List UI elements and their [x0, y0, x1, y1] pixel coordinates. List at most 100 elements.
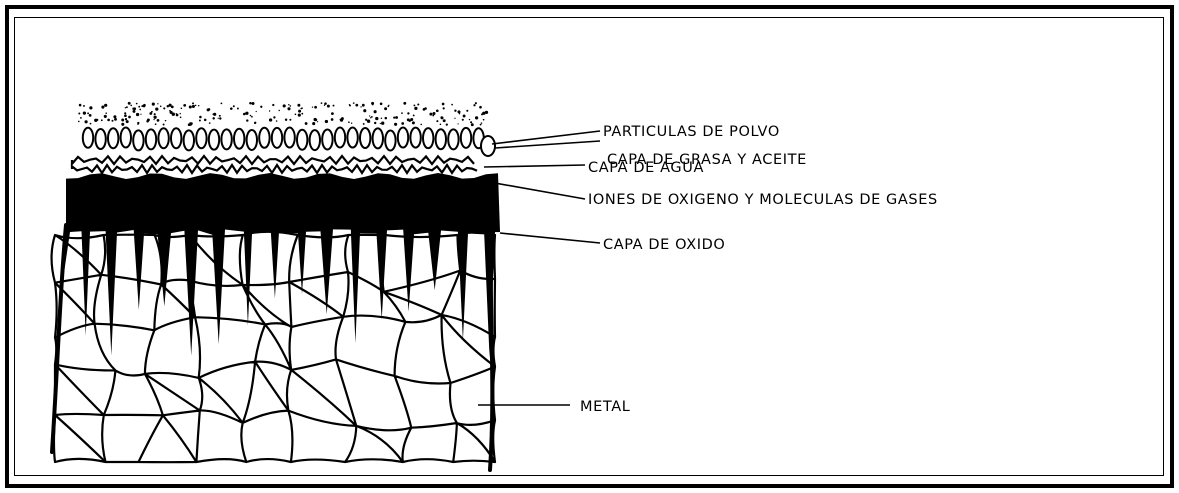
dust-dot [371, 101, 375, 105]
water-wave-top [70, 154, 475, 167]
dust-dot [101, 105, 105, 109]
dust-dot [369, 115, 371, 117]
dust-dot [323, 104, 326, 106]
grease-oval [459, 126, 473, 149]
dust-dot [254, 122, 256, 125]
outer-frame [5, 5, 1174, 488]
dust-dot [151, 102, 155, 106]
dust-dot [457, 110, 461, 114]
grease-oval [119, 126, 133, 149]
dust-dot [268, 118, 273, 122]
grease-oval [157, 127, 170, 150]
dust-dot [105, 112, 107, 114]
label-oxygen-ions: IONES DE OXIGENO Y MOLECULAS DE GASES [588, 192, 938, 208]
dust-dot [381, 121, 385, 125]
dust-dot [393, 116, 396, 119]
dust-dot [375, 116, 379, 121]
oxide-layer-shape [52, 173, 500, 440]
grease-oval [447, 128, 460, 151]
dust-dot [395, 116, 398, 119]
grease-oval [220, 128, 233, 151]
dust-dot [275, 120, 278, 122]
dust-dot [324, 102, 327, 105]
grease-oval [283, 126, 296, 149]
dust-dot [169, 110, 173, 114]
dust-dot [371, 116, 373, 118]
dust-dot [125, 120, 129, 124]
dust-dot [80, 117, 82, 119]
label-dust-particles: PARTICULAS DE POLVO [603, 124, 780, 140]
dust-dot [365, 118, 368, 121]
label-water-layer: CAPA DE AGUA [588, 160, 704, 176]
dust-dot [155, 107, 159, 111]
dust-dot [127, 101, 131, 105]
dust-dot [474, 102, 477, 105]
dust-dot [451, 103, 453, 106]
label-oxide-layer: CAPA DE OXIDO [603, 237, 725, 253]
dust-dot [414, 106, 418, 111]
dust-dot [151, 110, 153, 113]
dust-dot [171, 112, 175, 116]
dust-dot [268, 110, 271, 112]
grease-oval [258, 126, 271, 149]
dust-dot [481, 113, 483, 116]
dust-dot [149, 112, 153, 115]
dust-dot [179, 116, 182, 119]
dust-dot [124, 107, 127, 109]
dust-dot [394, 122, 398, 126]
dust-dot [192, 102, 194, 105]
dust-dot [153, 118, 155, 121]
dust-dot [445, 123, 448, 126]
dust-dot [141, 105, 144, 108]
dust-dot [168, 103, 172, 107]
dust-dot [163, 107, 166, 110]
dust-dot [330, 118, 334, 121]
dust-dot [411, 121, 415, 125]
grease-oval [170, 127, 183, 150]
dust-dot [278, 109, 280, 112]
dust-dot [314, 118, 318, 122]
dust-dot [348, 121, 350, 124]
dust-dot [191, 104, 195, 108]
dust-dot [135, 102, 138, 105]
dust-dot [128, 115, 131, 119]
dust-dot [132, 109, 136, 113]
dust-dot [199, 115, 202, 119]
dust-dot [408, 119, 412, 123]
dust-dot [217, 117, 219, 119]
dust-dot [479, 105, 482, 109]
grease-oval [132, 129, 145, 152]
dust-dot [249, 114, 252, 117]
dust-dot [326, 104, 330, 108]
dust-dot [156, 119, 160, 122]
dust-dot [114, 117, 117, 121]
dust-dot [153, 115, 157, 119]
dust-dot [218, 114, 221, 117]
dust-dot [410, 117, 414, 122]
inner-frame [14, 17, 1164, 476]
grease-oval [409, 126, 422, 149]
dust-dot [441, 102, 445, 106]
dust-dot [188, 105, 192, 109]
water-wave-bottom [70, 162, 478, 176]
oxide-band [52, 173, 500, 440]
dust-dot [89, 122, 92, 125]
dust-dot [417, 103, 420, 106]
dust-dot [83, 104, 85, 107]
dust-dot [89, 106, 93, 110]
dust-dot [212, 117, 215, 120]
dust-dot [88, 114, 92, 117]
dust-dot [111, 119, 114, 122]
dust-dot [170, 105, 174, 109]
dust-dot [197, 104, 200, 107]
grease-oval [270, 126, 284, 149]
dust-dot [246, 119, 249, 122]
dust-dot [282, 104, 286, 108]
grease-oval [434, 128, 447, 151]
dust-dot [362, 122, 365, 125]
dust-dot [312, 122, 315, 125]
grease-oval [480, 135, 496, 157]
dust-dot [78, 112, 81, 115]
grease-oval [333, 126, 347, 149]
dust-dot [439, 123, 442, 126]
